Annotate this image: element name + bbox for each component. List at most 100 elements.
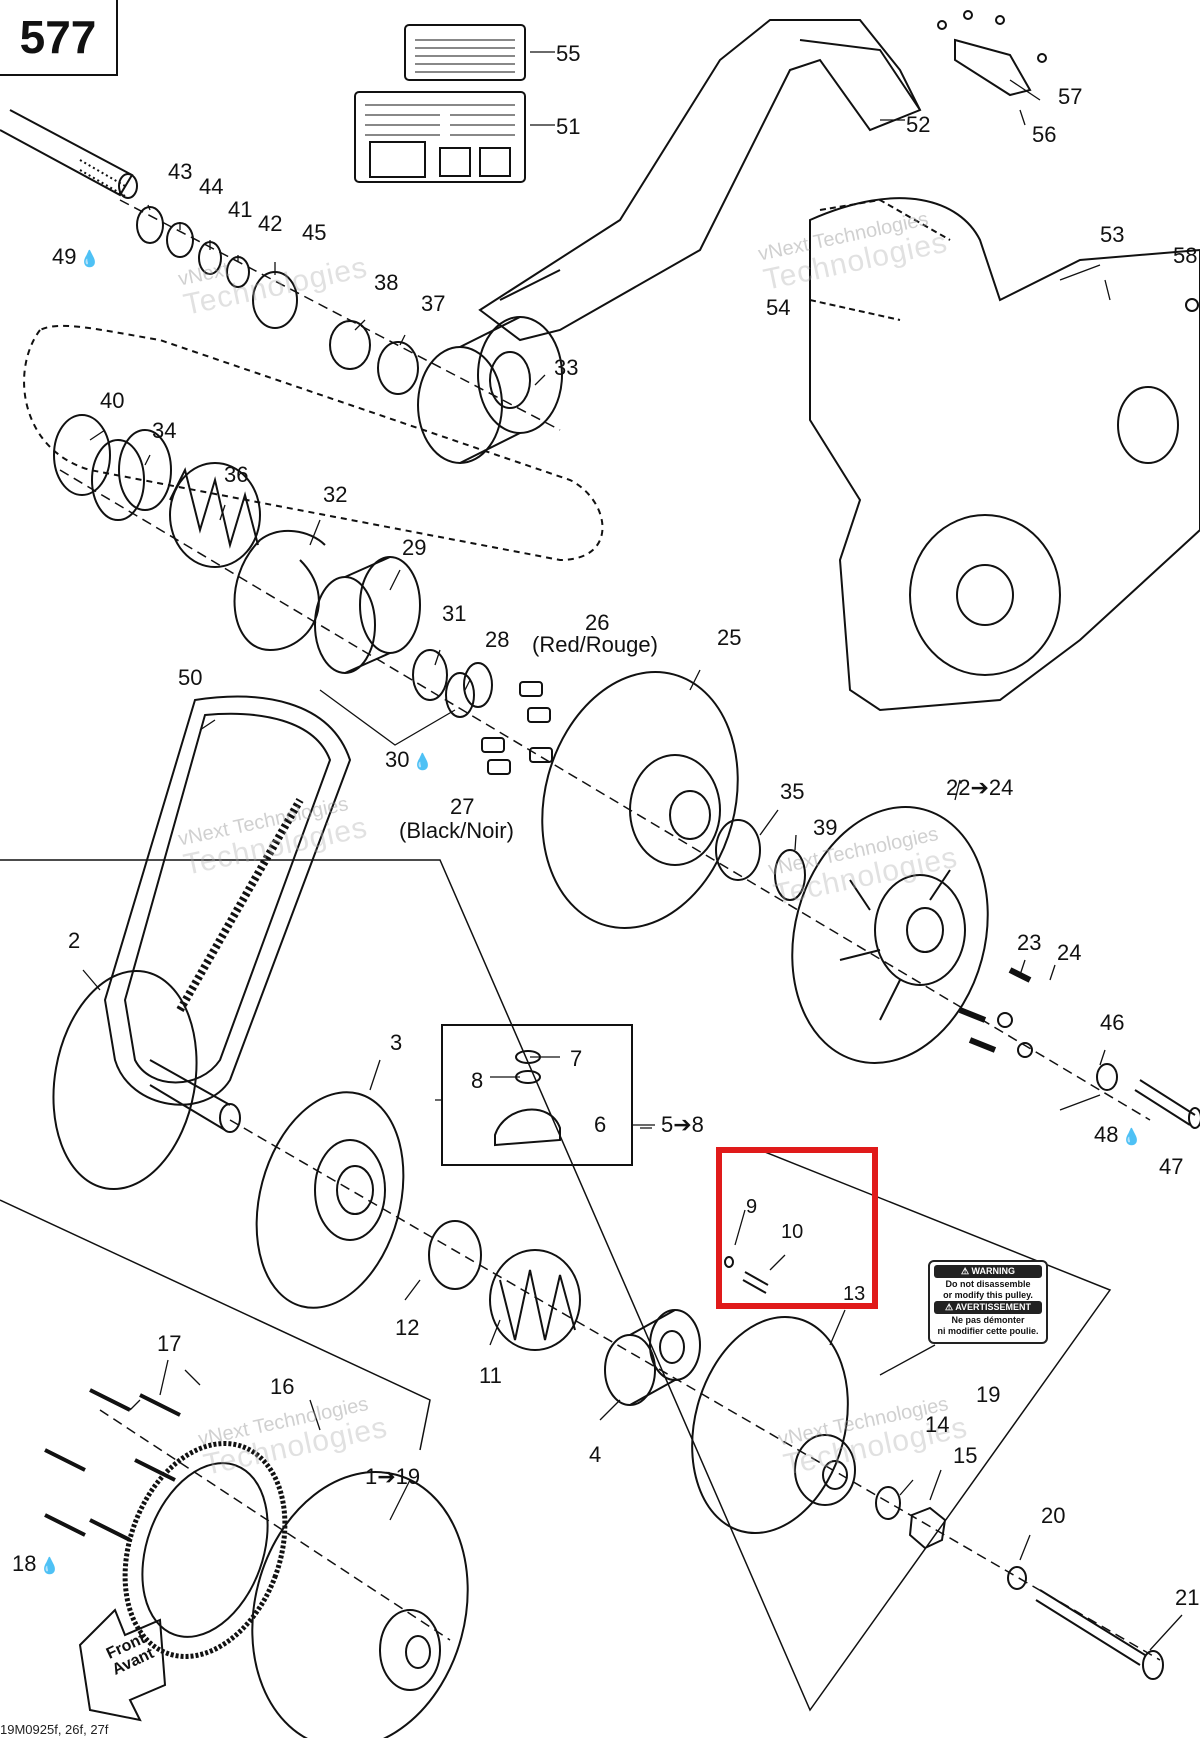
sheave-13 — [691, 1315, 856, 1535]
cam-33 — [417, 316, 563, 464]
callout-57: 57 — [1058, 84, 1083, 109]
callout-48: 48💧 — [1094, 1124, 1141, 1146]
callout-25: 25 — [717, 625, 742, 650]
sheave-1-19 — [251, 1471, 469, 1738]
sheave-3 — [255, 1091, 405, 1309]
callout-27: 27 — [450, 794, 475, 819]
ring-37 — [377, 341, 419, 395]
screw-10 — [742, 1271, 769, 1294]
belt-guard-52 — [478, 19, 922, 342]
callout-56: 56 — [1032, 122, 1057, 147]
lube-drop-icon: 💧 — [412, 754, 433, 771]
lube-drop-icon: 💧 — [1121, 1129, 1142, 1146]
callout-8: 8 — [471, 1068, 484, 1093]
fastener-58 — [1185, 298, 1199, 312]
callout-15: 15 — [953, 1443, 978, 1468]
callout-39: 39 — [813, 815, 838, 840]
bracket-56 — [954, 38, 1032, 97]
belt-path — [23, 324, 604, 562]
cam-4 — [604, 1309, 701, 1406]
callout-10: 10 — [781, 1221, 804, 1243]
callout-12: 12 — [395, 1315, 420, 1340]
callout-45: 45 — [302, 220, 327, 245]
drive-belt-50 — [103, 695, 352, 1106]
decal-55 — [404, 24, 526, 81]
washer-35 — [715, 819, 761, 881]
snap-ring-32 — [233, 529, 326, 652]
callout-54: 54 — [766, 295, 791, 320]
callout-5-8: 5➔8 — [661, 1112, 704, 1137]
sheave-22-24 — [791, 806, 989, 1064]
callout-18-number: 18 — [12, 1551, 37, 1576]
callout-31: 31 — [442, 601, 467, 626]
callout-9: 9 — [746, 1196, 758, 1218]
bolt-47 — [1134, 1079, 1196, 1126]
callout-42: 42 — [258, 211, 283, 236]
button-6 — [494, 1108, 561, 1147]
kit-box-5-8 — [441, 1024, 633, 1166]
callout-29: 29 — [402, 535, 427, 560]
front-arrow-icon — [78, 1608, 167, 1722]
lube-drop-icon: 💧 — [39, 1558, 60, 1575]
decal-text: ni modifier cette poulie. — [937, 1326, 1039, 1336]
callout-35: 35 — [780, 779, 805, 804]
callout-6: 6 — [594, 1112, 607, 1137]
callout-28: 28 — [485, 627, 510, 652]
callout-19: 19 — [976, 1382, 1001, 1407]
callout-11: 11 — [479, 1363, 502, 1388]
callout-27-note: (Black/Noir) — [399, 818, 514, 843]
sleeve-29 — [314, 556, 421, 674]
decal-text: Ne pas démonter — [951, 1315, 1025, 1325]
spring-11 — [489, 1249, 581, 1351]
washer-46 — [1096, 1063, 1118, 1091]
callout-49-number: 49 — [52, 244, 77, 269]
decal-warning: ⚠ WARNING — [934, 1265, 1042, 1278]
callout-46: 46 — [1100, 1010, 1125, 1035]
ring-40 — [53, 414, 111, 496]
callout-1-19: 1➔19 — [365, 1464, 421, 1489]
callout-55: 55 — [556, 41, 581, 66]
callout-17: 17 — [157, 1331, 182, 1356]
callout-21: 21 — [1175, 1585, 1200, 1610]
callout-44: 44 — [199, 174, 224, 199]
weight-27c — [529, 747, 553, 763]
callout-41: 41 — [228, 197, 253, 222]
callout-40: 40 — [100, 388, 125, 413]
weight-26a — [519, 681, 543, 697]
callout-3: 3 — [390, 1030, 403, 1055]
weight-27b — [487, 759, 511, 775]
washer-39 — [774, 849, 806, 901]
callout-14: 14 — [925, 1412, 950, 1437]
decal-text: or modify this pulley. — [943, 1290, 1033, 1300]
callout-34: 34 — [152, 418, 177, 443]
callout-23: 23 — [1017, 930, 1042, 955]
callout-22-24: 22➔24 — [946, 775, 1014, 800]
weight-26b — [527, 707, 551, 723]
callout-37: 37 — [421, 291, 446, 316]
bolt-21 — [1035, 1589, 1146, 1666]
weight-27a — [481, 737, 505, 753]
drawing-code: 19M0925f, 26f, 27f — [0, 1722, 109, 1737]
lube-drop-icon: 💧 — [79, 251, 100, 268]
ring-43 — [136, 206, 164, 244]
ring-gear-16 — [122, 1440, 288, 1660]
callout-26: 26 — [585, 610, 610, 635]
bearing-34 — [91, 429, 172, 521]
decal-text: Do not disassemble — [945, 1279, 1031, 1289]
callout-51: 51 — [556, 114, 581, 139]
callout-13: 13 — [843, 1283, 866, 1305]
shaft-part-49 — [0, 109, 138, 199]
callout-52: 52 — [906, 112, 931, 137]
page-number: 577 — [0, 0, 118, 76]
callout-58: 58 — [1173, 243, 1198, 268]
washer-9 — [724, 1256, 734, 1268]
spring-36 — [169, 462, 261, 568]
callout-53: 53 — [1100, 222, 1125, 247]
highlight-box — [716, 1147, 878, 1309]
sheave-2 — [52, 969, 241, 1191]
callout-7: 7 — [570, 1046, 583, 1071]
washer-20 — [1007, 1566, 1027, 1590]
callout-30: 30💧 — [385, 749, 432, 771]
